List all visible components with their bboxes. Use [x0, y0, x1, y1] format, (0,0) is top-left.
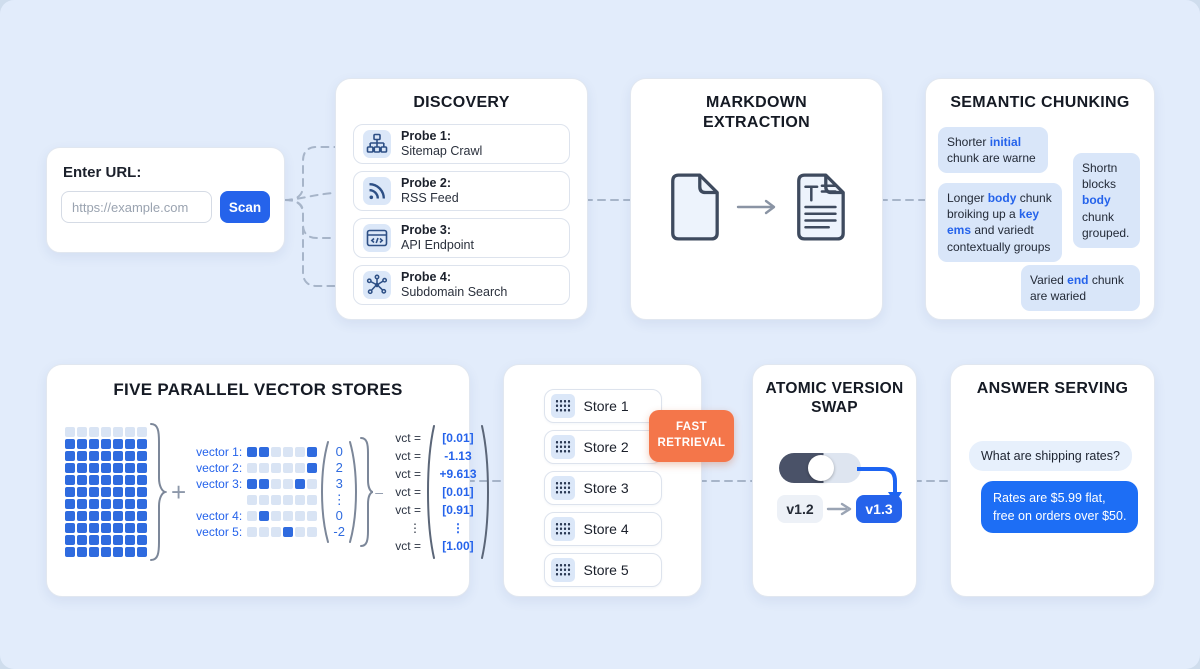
atomic-version-swap-card: ATOMIC VERSION SWAP v1.2 v1.3 [752, 364, 917, 597]
probe-desc: RSS Feed [401, 191, 459, 205]
vector-row: vector 1: [192, 445, 318, 459]
curly-brace-small-icon [360, 437, 374, 548]
toggle-switch[interactable] [779, 453, 861, 483]
store-grid-icon [550, 558, 575, 582]
api-window-icon [363, 224, 391, 252]
vector-row: vector 2: [192, 461, 318, 475]
store-grid-icon [550, 394, 575, 418]
curly-brace-icon [150, 423, 167, 562]
url-card: Enter URL: Scan [46, 147, 285, 253]
plus-sign: + [171, 476, 187, 507]
vector-row: vector 4: [192, 509, 318, 523]
blank-document-icon [666, 171, 722, 248]
chunk-bubble-body: Longer body chunk broiking up a key ems … [938, 183, 1062, 262]
stores-card: Store 1 Store 2 Store 3 Store 4 Store 5 [503, 364, 702, 597]
url-label: Enter URL: [63, 164, 142, 181]
answer-bubble: Rates are $5.99 flat, free on orders ove… [981, 481, 1139, 534]
url-row: Scan [61, 191, 270, 223]
text-document-icon [792, 171, 848, 248]
probe-list: Probe 1: Sitemap Crawl Probe 2: RSS Feed [353, 124, 570, 305]
store-grid-icon [550, 435, 575, 459]
right-arrow-icon [736, 198, 778, 221]
probe-name: Probe 3: [401, 223, 452, 237]
left-paren-icon [321, 441, 330, 544]
arrow-right-icon [826, 502, 852, 516]
version-to-badge: v1.3 [856, 495, 902, 523]
store-grid-icon [550, 517, 575, 541]
version-from-badge: v1.2 [777, 495, 823, 523]
chunk-bubble-end: Varied end chunk are waried [1021, 265, 1140, 312]
left-paren-tall-icon [426, 425, 435, 560]
probe-name: Probe 4: [401, 270, 452, 284]
vector-stores-title: FIVE PARALLEL VECTOR STORES [113, 380, 403, 399]
chunk-bubble-initial: Shorter initial chunk are warne [938, 127, 1048, 174]
store-grid-icon [550, 476, 575, 500]
network-graph-icon [363, 271, 391, 299]
probe-desc: API Endpoint [401, 238, 474, 252]
discovery-title: DISCOVERY [413, 94, 510, 111]
probe-item-subdomain: Probe 4: Subdomain Search [353, 265, 570, 305]
probe-item-sitemap: Probe 1: Sitemap Crawl [353, 124, 570, 164]
atomic-title-line2: SWAP [811, 399, 858, 417]
probe-item-rss: Probe 2: RSS Feed [353, 171, 570, 211]
vector-row-ellipsis [192, 494, 318, 507]
vector-row: vector 3: [192, 477, 318, 491]
fast-retrieval-badge: FAST RETRIEVAL [649, 410, 734, 462]
right-paren-icon [349, 441, 358, 544]
dash: – [375, 484, 383, 501]
atomic-title-line1: ATOMIC VERSION [765, 380, 904, 397]
embedding-matrix [65, 427, 147, 558]
vct-table: vct = vct = vct = vct = vct = ⋮ vct = [0… [388, 424, 489, 560]
store-item: Store 2 [543, 430, 662, 464]
scan-button[interactable]: Scan [220, 191, 270, 223]
right-paren-tall-icon [480, 425, 489, 560]
store-list: Store 1 Store 2 Store 3 Store 4 Store 5 [543, 389, 662, 587]
semantic-chunking-card: SEMANTIC CHUNKING Shorter initial chunk … [925, 78, 1155, 320]
vector-stores-card: FIVE PARALLEL VECTOR STORES + vector 1: … [46, 364, 489, 597]
column-values: 0 2 3 ⋮ 0 -2 [332, 444, 346, 540]
markdown-extraction-card: MARKDOWN EXTRACTION [630, 78, 883, 320]
probe-name: Probe 2: [401, 176, 452, 190]
probe-desc: Sitemap Crawl [401, 144, 483, 158]
probe-name: Probe 1: [401, 129, 452, 143]
store-item: Store 4 [543, 512, 662, 546]
store-item: Store 1 [543, 389, 662, 423]
answer-serving-card: ANSWER SERVING What are shipping rates? … [950, 364, 1155, 597]
question-bubble: What are shipping rates? [969, 441, 1132, 471]
discovery-card: DISCOVERY Probe 1: Sitemap Crawl [335, 78, 588, 320]
probe-item-api: Probe 3: API Endpoint [353, 218, 570, 258]
markdown-title-line2: EXTRACTION [703, 114, 810, 131]
vector-row: vector 5: [192, 525, 318, 539]
semantic-title: SEMANTIC CHUNKING [950, 94, 1130, 111]
sitemap-icon [363, 130, 391, 158]
answer-title: ANSWER SERVING [976, 380, 1129, 397]
vector-rows: vector 1: vector 2: vector 3: vector 4: … [192, 445, 318, 539]
rss-icon [363, 177, 391, 205]
markdown-title-line1: MARKDOWN [705, 94, 808, 111]
toggle-knob [808, 455, 834, 481]
probe-desc: Subdomain Search [401, 285, 508, 299]
store-item: Store 3 [543, 471, 662, 505]
url-input[interactable] [61, 191, 212, 223]
chunk-bubble-short-blocks: Shortn blocks body chunk grouped. [1073, 153, 1140, 248]
store-item: Store 5 [543, 553, 662, 587]
